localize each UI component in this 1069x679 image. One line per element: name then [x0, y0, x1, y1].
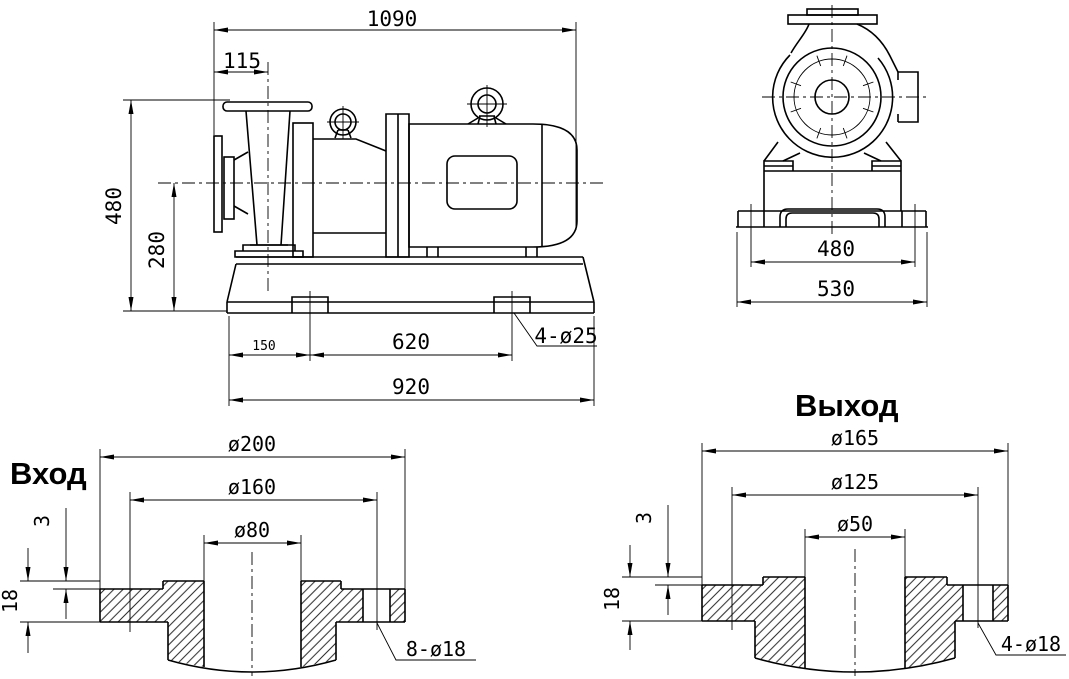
dim-anchor-offset-label: 150: [252, 339, 275, 354]
side-view: 1090 115 480 280 150 620 920: [102, 7, 607, 406]
inlet-bolt-hole: [362, 589, 391, 622]
outlet-bolt-hole: [962, 585, 994, 621]
dim-inlet-face-height-label: 3: [30, 515, 54, 527]
suction-pipe: [233, 151, 249, 215]
dim-anchor-spacing-width-label: 480: [817, 237, 855, 261]
dim-anchor-spacing: 620: [310, 330, 512, 358]
bearing-bracket: [313, 138, 387, 234]
dim-inlet-bolt-circle: ø160: [129, 475, 378, 632]
dim-inlet-bore: ø80: [203, 518, 302, 581]
inlet-flange-hatching: [100, 581, 405, 667]
dim-outlet-face-height: 3: [622, 505, 702, 615]
anchor-slot-centerlines: [309, 291, 513, 361]
inlet-flange-section: Вход ø200 ø160 ø8: [0, 432, 476, 676]
bearing-housing-stub: [897, 71, 919, 123]
dim-overall-height: 480: [102, 99, 230, 312]
dim-flange-offset: 115: [214, 49, 268, 75]
motor-feet: [426, 247, 538, 257]
dim-inlet-thickness: 18: [0, 548, 100, 653]
dim-outlet-bore: ø50: [804, 512, 906, 577]
front-view: 480 530: [736, 5, 930, 307]
dim-inlet-od-label: ø200: [228, 432, 276, 456]
inlet-bolt-holes-callout: 8-ø18: [376, 622, 476, 661]
discharge-neck: [790, 23, 899, 73]
motor-stool: [385, 113, 410, 258]
dim-inlet-face-height: 3: [20, 508, 100, 619]
casing-bolt-tick-marks: [790, 55, 874, 139]
outlet-flange-section: Выход ø165 ø125 ø50: [600, 388, 1066, 676]
volute-casing: [771, 47, 894, 159]
outlet-flange-outline: [701, 576, 1009, 673]
dim-inlet-thickness-label: 18: [0, 589, 22, 613]
outlet-flange-hatching: [702, 577, 1008, 668]
motor-terminal-box: [446, 155, 518, 210]
front-base-plate: [736, 204, 928, 267]
dim-anchor-spacing-label: 620: [392, 330, 430, 354]
anchor-holes-callout: 4-ø25: [513, 312, 598, 348]
dim-flange-offset-label: 115: [223, 49, 261, 73]
suction-flange: [213, 135, 223, 233]
dim-total-length: 1090: [213, 7, 577, 230]
dim-outlet-thickness-label: 18: [600, 587, 624, 611]
dim-axis-height-label: 280: [145, 231, 169, 269]
dim-outlet-thickness: 18: [600, 545, 702, 650]
dim-inlet-od: ø200: [99, 432, 406, 589]
dim-outlet-od-label: ø165: [831, 426, 879, 450]
motor-lifting-eye: [467, 85, 507, 127]
pedestal: [763, 170, 902, 227]
dim-base-length-label: 920: [392, 375, 430, 399]
casing-cover: [292, 122, 314, 258]
pump-lifting-eye: [327, 106, 359, 139]
dim-axis-height: 280: [145, 183, 177, 311]
support-legs: [763, 141, 902, 171]
anchor-holes-label: 4-ø25: [534, 324, 597, 348]
baseplate: [226, 256, 595, 361]
dim-base-width-label: 530: [817, 277, 855, 301]
dim-inlet-bore-label: ø80: [234, 518, 270, 542]
dim-overall-height-label: 480: [102, 187, 126, 225]
dim-total-length-label: 1090: [367, 7, 418, 31]
discharge-raised-face: [806, 8, 859, 16]
dim-inlet-bolt-circle-label: ø160: [228, 475, 276, 499]
suction-hub: [223, 156, 235, 220]
inlet-title: Вход: [10, 456, 87, 491]
discharge-flange: [222, 101, 313, 112]
outlet-bolt-holes-callout: 4-ø18: [977, 622, 1066, 656]
discharge-flange-front: [787, 14, 878, 25]
dim-outlet-od: ø165: [701, 426, 1009, 585]
dim-anchor-offset: 150: [229, 339, 310, 358]
dim-anchor-spacing-width: 480: [751, 237, 915, 265]
inlet-bolt-holes-label: 8-ø18: [406, 637, 466, 661]
outlet-bolt-holes-label: 4-ø18: [1001, 632, 1061, 656]
dim-base-width: 530: [736, 232, 928, 307]
foundation-bolt-centerlines: [750, 204, 916, 267]
dim-outlet-bolt-circle: ø125: [731, 470, 979, 630]
motor-body: [408, 123, 578, 248]
dim-outlet-face-height-label: 3: [632, 512, 656, 524]
dim-base-length: 920: [228, 316, 595, 406]
dim-outlet-bolt-circle-label: ø125: [831, 470, 879, 494]
dim-outlet-bore-label: ø50: [837, 512, 873, 536]
outlet-title: Выход: [795, 388, 899, 423]
